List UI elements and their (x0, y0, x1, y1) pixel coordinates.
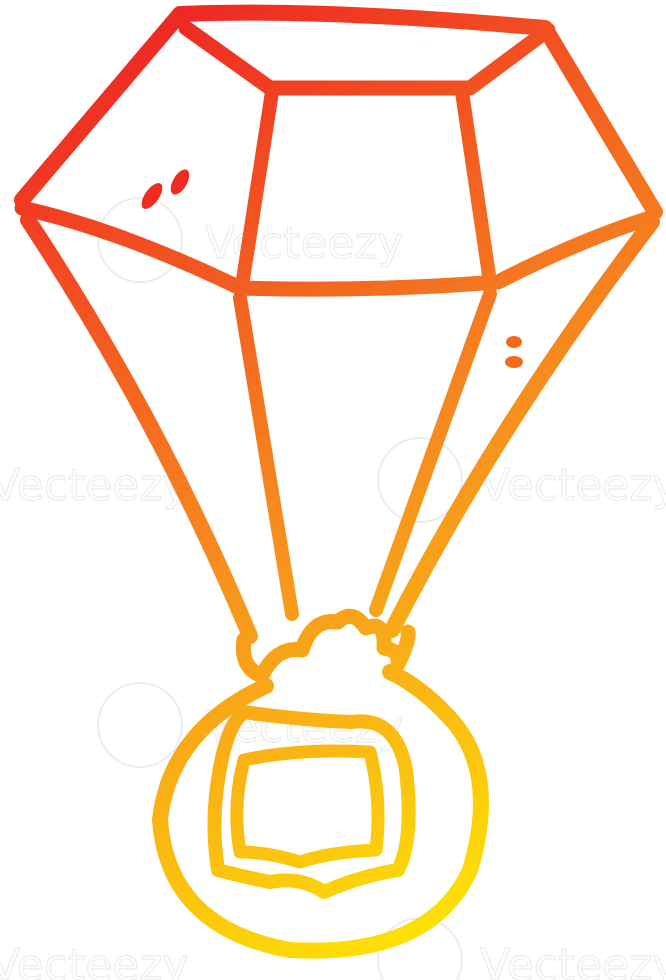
gem-pavilion-inner-right (369, 287, 497, 617)
watermark-text: Vecteezy (480, 460, 666, 511)
gem-crown-outline (14, 4, 663, 220)
gem-pavilion-inner-left (233, 291, 299, 621)
gem-sparkles (141, 169, 523, 368)
gem-facet-left (235, 85, 279, 293)
watermark-row-2: Vecteezy Vecteezy (0, 437, 666, 523)
sparkle-icon (141, 183, 163, 209)
gem-pavilion-left-edge (20, 212, 258, 644)
sparkle-icon (506, 336, 522, 348)
ring-drawing (14, 4, 663, 959)
watermark-layer: Vecteezy Vecteezy Vecteezy Vecteezy Vect… (0, 197, 666, 980)
watermark-text: Vecteezy (480, 940, 666, 980)
sparkle-icon (505, 356, 523, 368)
ring-band-outer (152, 664, 489, 959)
watermark-logo-icon (97, 682, 183, 768)
gem-girdle-upper (14, 200, 658, 297)
watermark-text: Vecteezy (0, 940, 188, 980)
ring-setting-prongs (235, 608, 416, 684)
watermark-logo-icon (377, 437, 463, 523)
watermark-text: Vecteezy (205, 218, 403, 269)
gem-facet-right (455, 85, 497, 289)
gem-table (178, 20, 556, 96)
sparkle-icon (170, 169, 190, 195)
ring-band-inner (207, 705, 416, 899)
watermark-logo-icon (97, 197, 183, 283)
gem-pavilion-right-edge (384, 214, 660, 638)
watermark-text: Vecteezy (0, 460, 188, 511)
ring-hole-inner-contour (230, 744, 385, 869)
watermark-row-1: Vecteezy (97, 197, 404, 283)
